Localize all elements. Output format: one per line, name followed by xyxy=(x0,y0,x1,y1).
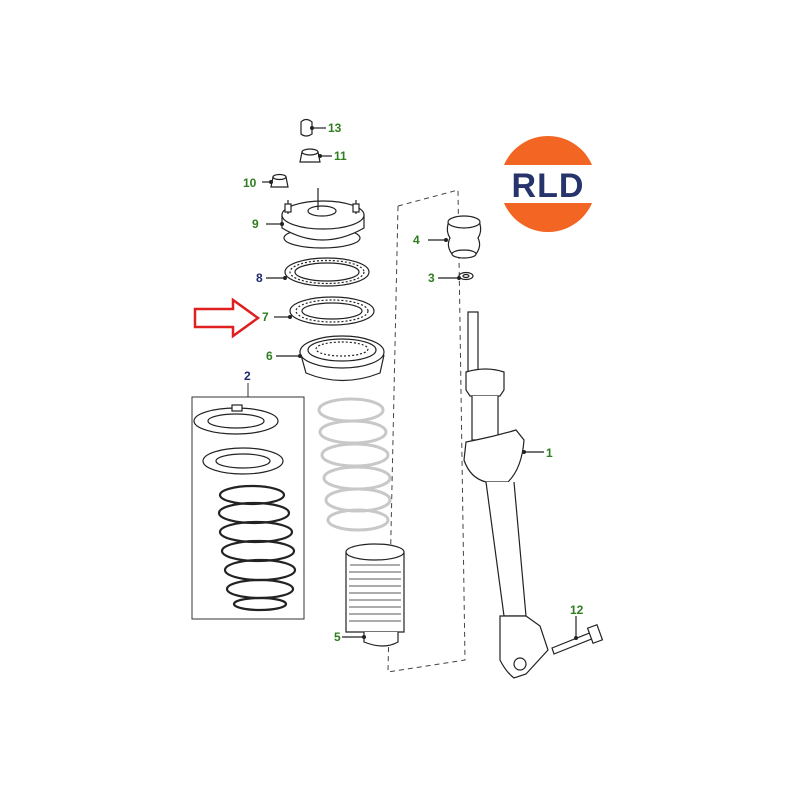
callout-4: 4 xyxy=(413,233,420,247)
assembly-outline xyxy=(387,189,466,673)
callout-1: 1 xyxy=(546,446,553,460)
leader-dots xyxy=(269,126,578,640)
spring-kit-box xyxy=(191,383,305,620)
callout-11: 11 xyxy=(334,149,347,163)
ghost-coil-spring xyxy=(317,397,392,532)
callout-3: 3 xyxy=(428,271,435,285)
part-6-spring-seat xyxy=(276,335,385,382)
part-10-nut xyxy=(262,173,289,188)
callout-2: 2 xyxy=(244,369,251,383)
callout-12: 12 xyxy=(570,603,584,617)
callout-6: 6 xyxy=(266,349,273,363)
logo-text: RLD xyxy=(512,167,585,205)
part-13-cap xyxy=(300,118,326,137)
part-7-washer xyxy=(274,296,375,326)
part-4-bump-stop xyxy=(428,215,482,259)
part-5-dust-boot xyxy=(342,543,405,647)
rld-logo: RLD xyxy=(496,136,600,232)
callout-7: 7 xyxy=(262,310,269,324)
callout-10: 10 xyxy=(243,176,257,190)
part-3-washer xyxy=(438,271,474,281)
part-8-bearing-ring xyxy=(266,257,370,287)
callout-5: 5 xyxy=(334,630,341,644)
callout-8: 8 xyxy=(256,271,263,285)
callout-9: 9 xyxy=(252,217,259,231)
spring-kit-contents xyxy=(193,404,297,612)
part-1-shock-absorber xyxy=(463,311,549,679)
callout-13: 13 xyxy=(328,121,342,135)
red-outline-arrow-icon xyxy=(193,297,261,339)
part-9-top-mount xyxy=(266,188,365,249)
part-11-nut xyxy=(299,148,332,163)
part-12-bolt xyxy=(551,616,604,655)
callout-labels: 13 11 10 9 8 7 6 2 4 3 1 5 12 xyxy=(243,121,584,644)
